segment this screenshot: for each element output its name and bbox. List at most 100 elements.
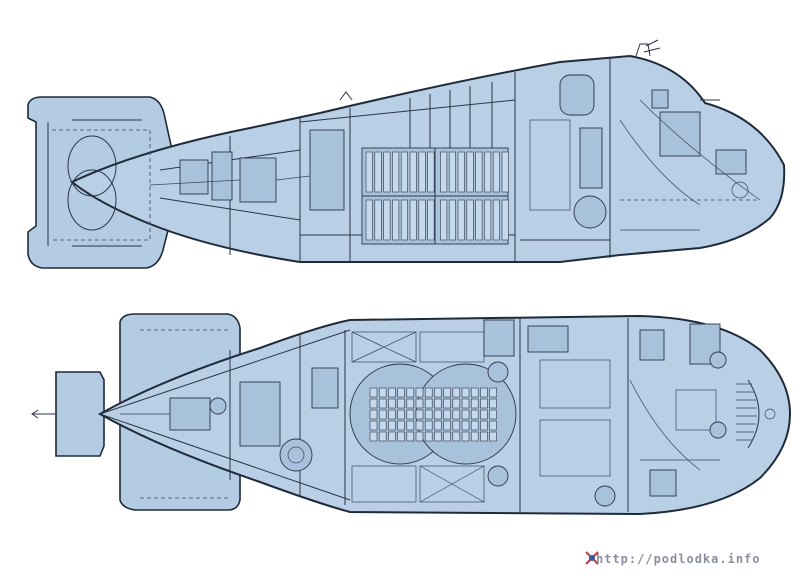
battery-cell [415, 431, 424, 442]
battery-cell [369, 420, 378, 431]
battery-cell [369, 387, 378, 398]
battery-cell [415, 409, 424, 420]
battery-cell [443, 398, 451, 409]
battery-cell [501, 151, 509, 193]
battery-cell [374, 199, 382, 241]
battery-cell [443, 420, 451, 431]
battery-cell [374, 151, 382, 193]
battery-cell [452, 387, 461, 398]
battery-cell [461, 431, 470, 442]
battery-cell [452, 431, 461, 442]
battery-cell [369, 409, 378, 420]
battery-cell [443, 431, 451, 442]
battery-cell [409, 151, 417, 193]
battery-cell [427, 199, 435, 241]
battery-cell [489, 431, 497, 442]
side-elevation-view [27, 39, 786, 269]
battery-cell [452, 420, 461, 431]
battery-cell [480, 420, 488, 431]
battery-cell [480, 409, 488, 420]
battery-cell [480, 398, 488, 409]
battery-cell [424, 387, 433, 398]
battery-cell [378, 387, 387, 398]
battery-cell [461, 398, 470, 409]
battery-cell [406, 409, 415, 420]
battery-cell [415, 387, 424, 398]
battery-cell [466, 151, 474, 193]
battery-cell [378, 431, 387, 442]
battery-cell [392, 199, 400, 241]
battery-cell [424, 431, 433, 442]
battery-cell [369, 431, 378, 442]
plan-battery-tanks [349, 363, 517, 465]
battery-cell [448, 199, 457, 241]
battery-cell [492, 199, 501, 241]
battery-cell [424, 420, 433, 431]
plan-rudder [55, 371, 105, 457]
battery-cell [434, 409, 442, 420]
battery-cell [427, 151, 435, 193]
side-propeller-upper [67, 135, 117, 197]
battery-cell [388, 409, 396, 420]
watermark-logo-icon [585, 551, 599, 565]
battery-cell [470, 420, 479, 431]
side-propeller-lower [67, 169, 117, 231]
battery-cell [434, 431, 442, 442]
battery-cell [400, 151, 409, 193]
battery-cell [480, 387, 488, 398]
battery-cell [383, 151, 391, 193]
plan-view [31, 313, 792, 516]
battery-cell [397, 431, 405, 442]
battery-cell [443, 387, 451, 398]
battery-cell [470, 409, 479, 420]
battery-cell [470, 398, 479, 409]
battery-cell [489, 398, 497, 409]
battery-cell [443, 409, 451, 420]
battery-cell [388, 387, 396, 398]
battery-cell [489, 387, 497, 398]
battery-cell [369, 398, 378, 409]
battery-cell [434, 387, 442, 398]
battery-cell [418, 199, 426, 241]
battery-cell [452, 409, 461, 420]
battery-cell [461, 387, 470, 398]
battery-cell [406, 420, 415, 431]
battery-cell [440, 199, 448, 241]
battery-cell [388, 420, 396, 431]
battery-cell [466, 199, 474, 241]
side-tank [559, 74, 595, 116]
battery-cell [489, 409, 497, 420]
battery-cell [457, 199, 465, 241]
battery-cell [406, 431, 415, 442]
battery-cell [418, 151, 426, 193]
battery-cell [424, 409, 433, 420]
battery-cell [400, 199, 409, 241]
battery-cell [484, 151, 492, 193]
battery-cell [475, 151, 483, 193]
battery-cell [406, 398, 415, 409]
battery-cell [480, 431, 488, 442]
battery-cell [448, 151, 457, 193]
battery-cell [492, 151, 501, 193]
battery-cell [378, 420, 387, 431]
battery-cell [470, 387, 479, 398]
plan-pump [279, 438, 313, 472]
battery-cell [406, 387, 415, 398]
battery-cell [415, 420, 424, 431]
battery-cell [378, 409, 387, 420]
battery-cell [397, 387, 405, 398]
battery-cell [378, 398, 387, 409]
battery-cell [489, 420, 497, 431]
battery-cell [470, 431, 479, 442]
battery-cell [434, 398, 442, 409]
battery-cell [415, 398, 424, 409]
battery-cell [424, 398, 433, 409]
battery-cell [475, 199, 483, 241]
side-battery-compartment [361, 147, 509, 245]
battery-cell [452, 398, 461, 409]
battery-cell [457, 151, 465, 193]
battery-cell [388, 431, 396, 442]
battery-cell [388, 398, 396, 409]
